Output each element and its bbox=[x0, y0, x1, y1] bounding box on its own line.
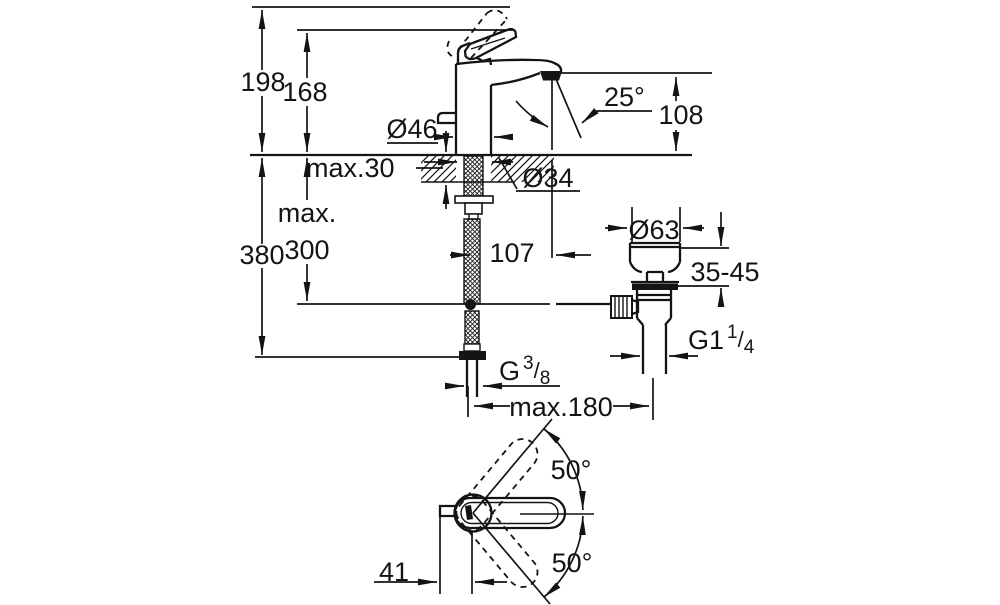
rod-joint bbox=[465, 299, 476, 310]
dim-max-180: max.180 bbox=[474, 392, 649, 422]
dim-max-word-label: max. bbox=[278, 198, 337, 228]
waste-plug bbox=[628, 241, 682, 262]
spout-top bbox=[455, 58, 563, 73]
hose-end-pipe bbox=[465, 360, 479, 397]
aerator bbox=[540, 71, 562, 81]
handle-plan-outline bbox=[438, 493, 594, 533]
drain-tailpipe bbox=[641, 325, 668, 374]
dim-25-deg: 25° bbox=[581, 82, 652, 124]
dim-108-label: 108 bbox=[658, 100, 703, 130]
drain-body bbox=[635, 290, 673, 318]
faucet-body bbox=[436, 58, 563, 155]
dim-50-deg-upper: 50° bbox=[472, 418, 592, 514]
dim-dia34-label: Ø34 bbox=[522, 163, 573, 193]
handle-swing-dashed bbox=[455, 438, 539, 588]
dim-max-30: max.30 bbox=[306, 131, 450, 209]
dim-50deg-lower-label: 50° bbox=[552, 548, 593, 578]
dim-168: 168 bbox=[282, 33, 328, 152]
dim-50-deg-lower: 50° bbox=[472, 512, 593, 605]
supply-hose bbox=[459, 218, 486, 397]
pop-up-rod bbox=[297, 299, 611, 310]
dim-50deg-upper-label: 50° bbox=[551, 455, 592, 485]
dim-198-label: 198 bbox=[240, 67, 285, 97]
extension-lines bbox=[252, 6, 729, 420]
hose-nut bbox=[459, 351, 486, 360]
dim-380: 380 bbox=[239, 158, 285, 355]
dim-dia-34: Ø34 bbox=[424, 157, 580, 193]
dim-dia-46: Ø46 bbox=[386, 114, 513, 144]
side-view: 198 168 380 max. 300 max.30 bbox=[239, 6, 760, 422]
handle-lever-raised-dashed bbox=[446, 9, 508, 59]
mounting-shank bbox=[454, 155, 494, 220]
water-stream bbox=[515, 74, 582, 258]
center-mark bbox=[465, 505, 473, 520]
top-view: 50° 50° 41 bbox=[374, 418, 594, 605]
drain-seal-band bbox=[632, 283, 678, 290]
handle-stadium-inner bbox=[460, 501, 559, 525]
dim-25deg-label: 25° bbox=[604, 82, 645, 112]
dim-198: 198 bbox=[240, 10, 286, 152]
dim-3545-label: 35-45 bbox=[690, 257, 759, 287]
dim-107-label: 107 bbox=[489, 238, 534, 268]
washer-plate bbox=[454, 195, 494, 204]
mounting-nut bbox=[464, 202, 483, 215]
drain-assembly bbox=[610, 241, 682, 374]
rod-adjuster-knob bbox=[610, 295, 640, 319]
lever-tab-plan bbox=[438, 504, 457, 518]
dim-41: 41 bbox=[374, 516, 507, 594]
dim-max-300: max. 300 bbox=[278, 158, 337, 301]
dim-108: 108 bbox=[658, 77, 704, 151]
dim-168-label: 168 bbox=[282, 77, 327, 107]
stream-line bbox=[555, 78, 582, 139]
dim-dia46-label: Ø46 bbox=[386, 114, 437, 144]
counter-hatch-left bbox=[421, 156, 456, 182]
flow-direction-arrow bbox=[515, 100, 549, 128]
dim-41-label: 41 bbox=[379, 557, 409, 587]
dim-dia-63: Ø63 bbox=[605, 215, 704, 245]
dim-max180-label: max.180 bbox=[509, 392, 613, 422]
spout-underside bbox=[490, 71, 541, 87]
dim-107: 107 bbox=[450, 238, 591, 268]
dim-380-label: 380 bbox=[239, 240, 284, 270]
braided-hose-upper bbox=[463, 218, 481, 305]
dim-35-45: 35-45 bbox=[690, 212, 760, 307]
dim-max30-label: max.30 bbox=[306, 153, 395, 183]
dim-dia63-label: Ø63 bbox=[628, 215, 679, 245]
dim-300-label: 300 bbox=[284, 235, 329, 265]
braided-hose-lower bbox=[464, 310, 480, 345]
threaded-shank bbox=[463, 155, 484, 197]
pull-rod-tab bbox=[436, 111, 456, 125]
